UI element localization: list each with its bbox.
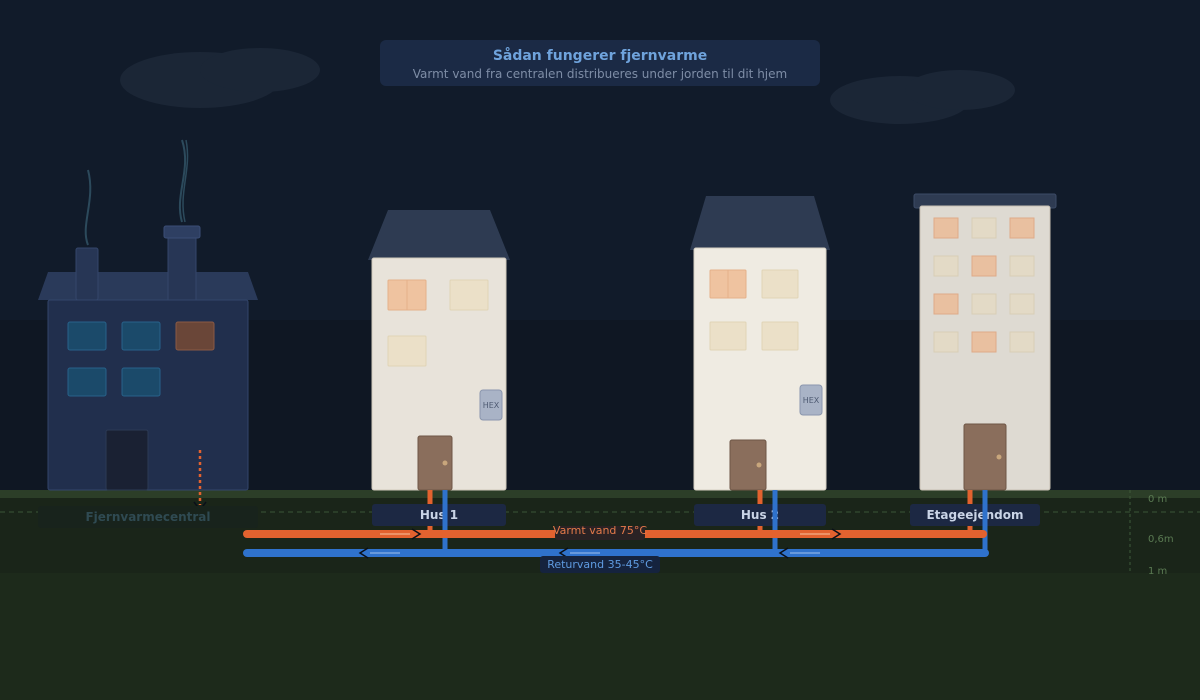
- arrow-left-icon: [778, 547, 789, 559]
- page-title: Sådan fungerer fjernvarme: [493, 47, 707, 64]
- apartment-window-lit: [1009, 217, 1035, 239]
- clouds: [120, 48, 1015, 124]
- house-window: [761, 269, 799, 299]
- house-door: [417, 435, 453, 491]
- apartment-building: Etageejendom: [910, 193, 1057, 526]
- house-window: [449, 279, 489, 311]
- return-label: Returvand 35-45°C: [547, 558, 653, 571]
- plant-window-lit: [175, 321, 215, 351]
- ground-surface: [0, 490, 1200, 498]
- smoke: [178, 139, 187, 223]
- plant-window: [67, 321, 107, 351]
- chimney: [75, 247, 99, 301]
- apartment-window: [933, 331, 959, 353]
- plant-label: Fjernvarmecentral: [85, 510, 210, 524]
- supply-label-box: [555, 526, 645, 540]
- header-box: [380, 40, 820, 86]
- heating-plant: Fjernvarmecentral: [38, 139, 258, 528]
- apartment-window-lit: [933, 217, 959, 239]
- house-window: [387, 335, 427, 367]
- smoke: [84, 169, 92, 246]
- arrow-left-icon: [358, 547, 369, 559]
- supply-pipe: Varmt vand 75°C: [243, 524, 987, 540]
- apartment-window-lit: [971, 255, 997, 277]
- cloud: [200, 48, 320, 92]
- plant-window: [67, 367, 107, 397]
- apartment-window-lit: [971, 331, 997, 353]
- depth-label-pipe: 0,6m: [1148, 534, 1174, 545]
- apartment-window: [1009, 293, 1035, 315]
- door-knob: [756, 462, 762, 468]
- chimney-cap: [163, 225, 201, 239]
- plant-label-box: [38, 506, 258, 528]
- house-label-box: [694, 504, 826, 526]
- apartment-window: [933, 255, 959, 277]
- hex-label: HEX: [483, 401, 500, 410]
- hex-label: HEX: [803, 396, 820, 405]
- house-roof: [690, 196, 830, 250]
- apartment-label-box: [910, 504, 1040, 526]
- chimney: [167, 233, 197, 311]
- plant-roof: [38, 272, 258, 300]
- house-door: [729, 439, 767, 491]
- apartment-window: [1009, 255, 1035, 277]
- house-1-label: Hus 1: [420, 508, 458, 522]
- heat-exchanger-icon: [479, 389, 503, 421]
- depth-label-bottom: 1 m: [1148, 566, 1167, 577]
- plant-window: [121, 367, 161, 397]
- header-panel: Sådan fungerer fjernvarme Varmt vand fra…: [380, 40, 820, 86]
- plant-door: [105, 429, 149, 491]
- depth-label-surface: 0 m: [1148, 494, 1167, 505]
- plant-window: [121, 321, 161, 351]
- depth-scale: 0 m 0,6m 1 m: [1129, 490, 1174, 577]
- apartment-label: Etageejendom: [926, 508, 1023, 522]
- cloud: [905, 70, 1015, 110]
- page-subtitle: Varmt vand fra centralen distribueres un…: [413, 67, 787, 81]
- house-window: [761, 321, 799, 351]
- apartment-window: [971, 293, 997, 315]
- door-knob: [996, 454, 1002, 460]
- apartment-windows: [933, 217, 1035, 353]
- house-1: HEX Hus 1: [368, 210, 510, 526]
- heat-exchanger-icon: [799, 384, 823, 416]
- return-pipe: Returvand 35-45°C: [243, 547, 989, 573]
- house-2-label: Hus 2: [741, 508, 779, 522]
- apartment-window: [971, 217, 997, 239]
- apartment-window-lit: [933, 293, 959, 315]
- house-roof: [368, 210, 510, 260]
- return-label-box: [540, 556, 660, 573]
- arrow-right-icon: [831, 528, 842, 540]
- house-label-box: [372, 504, 506, 526]
- apartment-window: [1009, 331, 1035, 353]
- supply-label: Varmt vand 75°C: [553, 524, 647, 537]
- house-2: HEX Hus 2: [690, 196, 830, 526]
- smoke: [182, 139, 189, 223]
- door-knob: [442, 460, 448, 466]
- house-window: [709, 321, 747, 351]
- arrow-right-icon: [411, 528, 422, 540]
